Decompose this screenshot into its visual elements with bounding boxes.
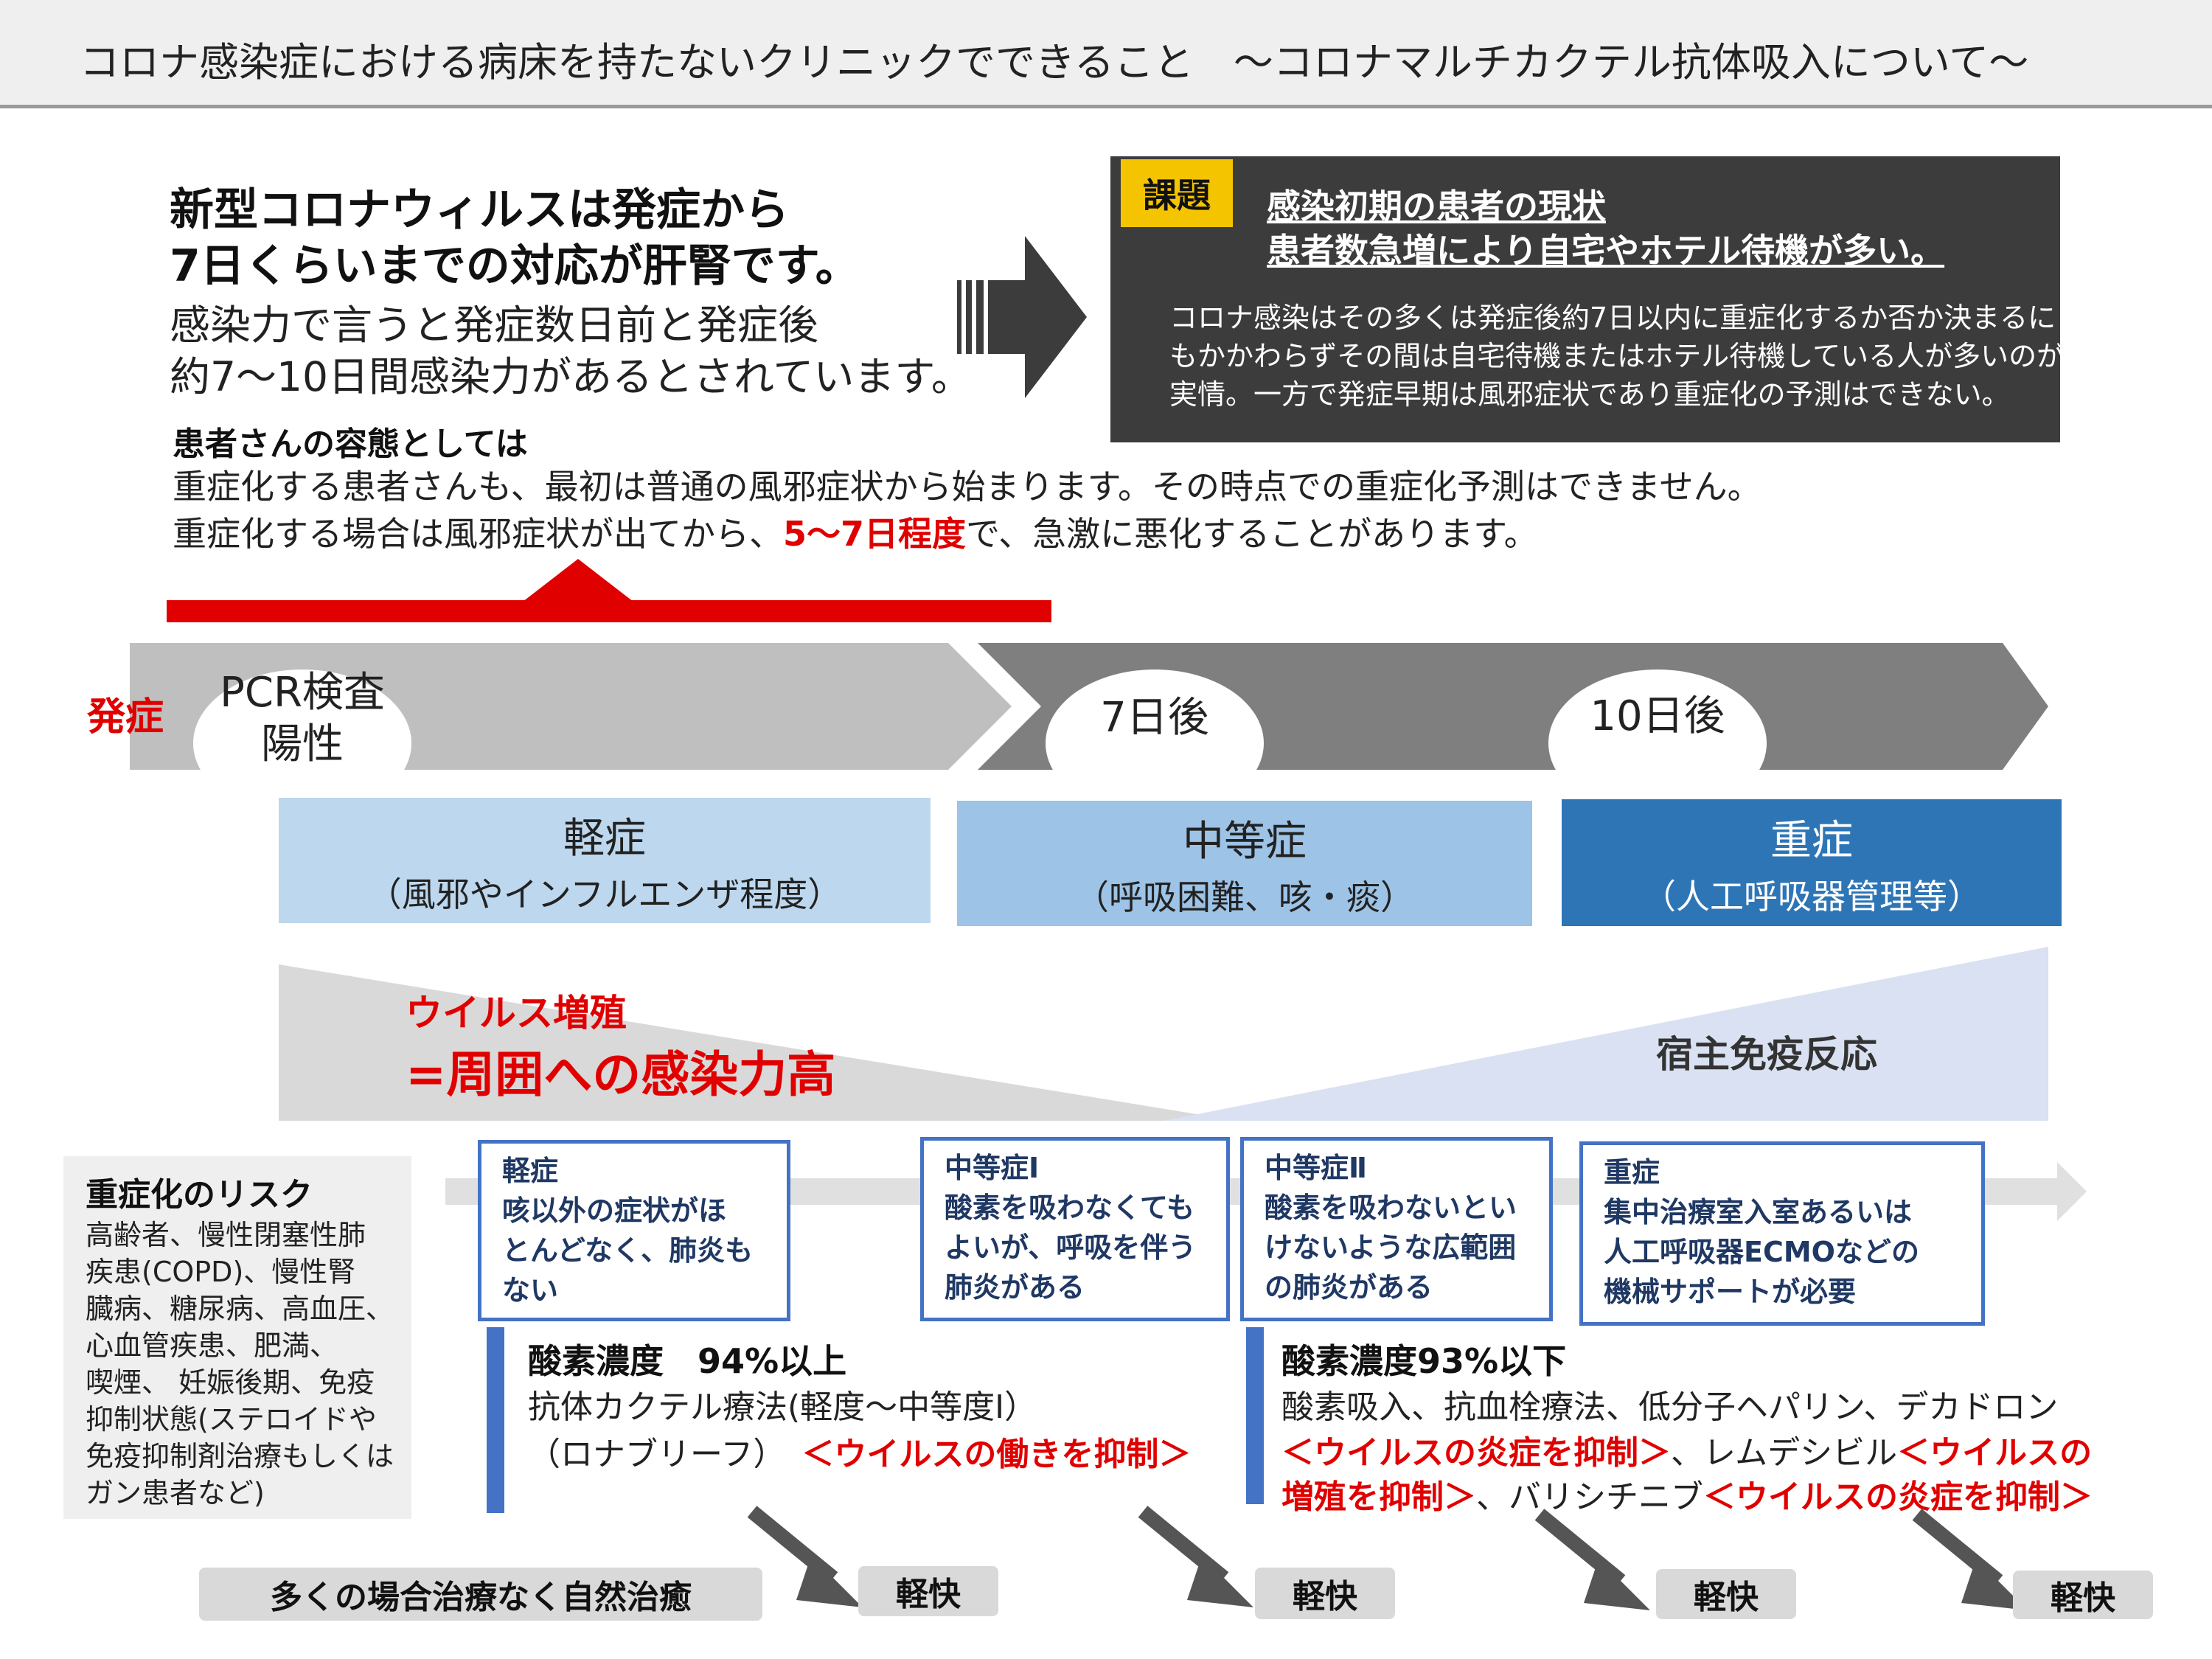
treatment-left-line-2: （ロナブリーフ） ＜ウイルスの働きを抑制＞ xyxy=(528,1436,1192,1473)
diagonal-arrow-icon-2 xyxy=(1138,1506,1253,1607)
stage-severe-name: 重症 xyxy=(1770,816,1853,865)
pcr-label-line-2: 陽性 xyxy=(261,720,344,768)
relief-pill-3: 軽快 xyxy=(1656,1569,1796,1619)
treatment-right-title: 酸素濃度93%以下 xyxy=(1281,1341,1567,1381)
day10-circle xyxy=(1548,669,1767,817)
condition-label: 患者さんの容態としては xyxy=(173,425,528,463)
immune-label: 宿主免疫反応 xyxy=(1656,1033,1877,1076)
stage-moderate: 中等症 （呼吸困難、咳・痰） xyxy=(957,801,1532,926)
diagonal-arrow-icon-1 xyxy=(747,1506,863,1607)
risk-line-5: 喫煙、 妊娠後期、免疫 xyxy=(86,1366,375,1399)
treatment-left-line-1: 抗体カクテル療法(軽度～中等度Ⅰ） xyxy=(528,1388,1037,1426)
treatment-right-bar xyxy=(1246,1327,1264,1504)
issue-tag: 課題 xyxy=(1121,159,1233,227)
condition-highlight: 5～7日程度 xyxy=(783,514,967,554)
pcr-label-line-1: PCR検査 xyxy=(220,669,385,717)
relief-pill-2: 軽快 xyxy=(1255,1568,1395,1619)
stage-mild-detail: （風邪やインフルエンザ程度） xyxy=(367,874,842,914)
page-title: コロナ感染症における病床を持たないクリニックでできること ～コロナマルチカクテル… xyxy=(80,39,2029,86)
intro-line-1: 感染力で言うと発症数日前と発症後 xyxy=(170,302,819,349)
stage-mild-name: 軽症 xyxy=(563,814,646,863)
risk-line-1: 高齢者、慢性閉塞性肺 xyxy=(86,1219,366,1251)
risk-title: 重症化のリスク xyxy=(86,1176,313,1214)
issue-title-line-1: 感染初期の患者の現状 xyxy=(1267,187,1606,226)
risk-line-3: 臓病、糖尿病、高血圧、 xyxy=(86,1293,394,1325)
intro-bold-line-2: 7日くらいまでの対応が肝腎です。 xyxy=(170,240,860,292)
pcr-circle xyxy=(193,669,411,817)
risk-box xyxy=(63,1156,411,1519)
virus-label-line-1: ウイルス増殖 xyxy=(406,992,627,1034)
stage-moderate-detail: （呼吸困難、咳・痰） xyxy=(1075,877,1414,917)
relief-pill-4: 軽快 xyxy=(2013,1571,2153,1619)
risk-line-8: ガン患者など) xyxy=(86,1477,265,1509)
day7-label: 7日後 xyxy=(1100,694,1209,742)
stage-mild: 軽症 （風邪やインフルエンザ程度） xyxy=(279,798,931,923)
treatment-right-line-2: ＜ウイルスの炎症を抑制＞、レムデシビル＜ウイルスの xyxy=(1281,1434,2093,1472)
issue-body-line-2: もかかわらずその間は自宅待機またはホテル待機している人が多いのが xyxy=(1169,340,2065,372)
treatment-left-title: 酸素濃度 94%以上 xyxy=(528,1341,847,1381)
virus-immune-wedges xyxy=(279,947,2048,1121)
risk-line-7: 免疫抑制剤治療もしくは xyxy=(86,1440,394,1472)
stage-severe: 重症 （人工呼吸器管理等） xyxy=(1562,799,2062,926)
severity-box-mild: 軽症咳以外の症状がほとんどなく、肺炎もない xyxy=(478,1140,790,1321)
natural-healing-pill: 多くの場合治療なく自然治癒 xyxy=(199,1568,762,1621)
severity-box-severe: 重症集中治療室入室あるいは人工呼吸器ECMOなどの機械サポートが必要 xyxy=(1579,1141,1985,1326)
risk-line-4: 心血管疾患、肥満、 xyxy=(86,1329,338,1362)
issue-body-line-3: 実情。一方で発症早期は風邪症状であり重症化の予測はできない。 xyxy=(1169,378,2010,411)
issue-title-line-2: 患者数急増により自宅やホテル待機が多い。 xyxy=(1267,231,1945,271)
issue-body-line-1: コロナ感染はその多くは発症後約7日以内に重症化するか否か決まるに xyxy=(1169,302,2056,334)
day10-label: 10日後 xyxy=(1590,692,1725,740)
risk-line-6: 抑制状態(ステロイドや xyxy=(86,1403,377,1436)
diagonal-arrow-icon-3 xyxy=(1534,1509,1650,1610)
header-bar xyxy=(0,0,2212,108)
stage-moderate-name: 中等症 xyxy=(1183,817,1307,866)
red-range-bracket xyxy=(167,559,1051,622)
virus-label-line-2: =周囲への感染力高 xyxy=(406,1046,836,1103)
issue-box xyxy=(1110,156,2060,442)
condition-line-1: 重症化する患者さんも、最初は普通の風邪症状から始まります。その時点での重症化予測… xyxy=(173,467,1761,507)
day7-circle xyxy=(1046,669,1264,817)
intro-line-2: 約7～10日間感染力があるとされています。 xyxy=(170,353,972,400)
onset-label: 発症 xyxy=(87,695,164,740)
right-arrow-icon xyxy=(957,236,1087,398)
treatment-right-line-1: 酸素吸入、抗血栓療法、低分子ヘパリン、デカドロン xyxy=(1281,1388,2059,1426)
stage-severe-detail: （人工呼吸器管理等） xyxy=(1642,876,1981,917)
treatment-right-line-3: 増殖を抑制＞、バリシチニブ＜ウイルスの炎症を抑制＞ xyxy=(1281,1478,2093,1516)
intro-bold-line-1: 新型コロナウィルスは発症から xyxy=(170,184,789,236)
condition-line-2: 重症化する場合は風邪症状が出てから、5～7日程度で、急激に悪化することがあります… xyxy=(173,514,1538,554)
relief-pill-1: 軽快 xyxy=(858,1566,998,1616)
treatment-left-bar xyxy=(487,1327,504,1513)
risk-line-2: 疾患(COPD)、慢性腎 xyxy=(86,1256,356,1288)
diagonal-arrow-icon-4 xyxy=(1912,1509,2028,1610)
